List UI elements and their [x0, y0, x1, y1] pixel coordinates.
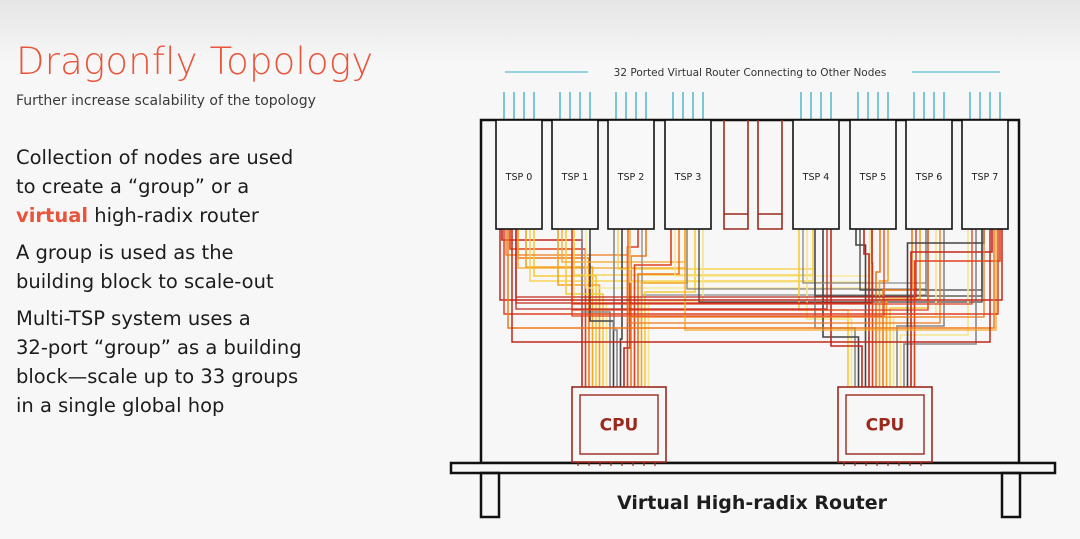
wire — [637, 229, 680, 387]
loop-wire — [499, 229, 1003, 301]
wire — [814, 229, 856, 387]
cpu-label: CPU — [866, 416, 905, 436]
cross-wire — [505, 229, 629, 256]
wire — [899, 229, 969, 387]
bullet-text: high-radix router — [88, 204, 259, 227]
wire — [882, 229, 913, 387]
cpu-chip — [571, 386, 667, 463]
center-link — [723, 120, 749, 230]
wire — [630, 229, 647, 387]
tsp-box — [849, 119, 897, 230]
bullet-line: to create a “group” or a — [16, 175, 250, 198]
cpu-label: CPU — [600, 416, 639, 436]
wire — [885, 229, 921, 387]
bullet-line: block—scale up to 33 groups — [16, 365, 299, 388]
bullet-item: Multi-TSP system uses a 32-port “group” … — [16, 304, 376, 420]
bullet-line: A group is used as the — [16, 241, 234, 264]
tsp-group: TSP 0 TSP 1 TSP 2 TSP 3 TSP 4 TSP 5 TSP 6 TSP 7 — [495, 119, 1009, 230]
page-title: Dragonfly Topology — [16, 40, 374, 83]
wire — [863, 229, 870, 387]
bullet-item: Collection of nodes are used to create a… — [16, 143, 376, 230]
cross-wire — [515, 229, 917, 298]
cross-wire — [814, 229, 983, 297]
wire — [517, 229, 590, 387]
chassis-foot-left — [479, 471, 501, 519]
highlight-word: virtual — [16, 204, 89, 227]
cross-wire — [627, 229, 985, 318]
wire — [557, 229, 601, 387]
cross-wire — [684, 229, 997, 331]
tsp-label: TSP 0 — [505, 172, 533, 183]
cpu-die — [579, 394, 659, 455]
loop-wire — [503, 229, 999, 315]
cpu-die — [845, 394, 925, 455]
wire — [644, 229, 696, 387]
wire — [533, 229, 597, 387]
tsp-label: TSP 6 — [915, 172, 943, 183]
wire — [581, 229, 611, 387]
tsp-label: TSP 3 — [674, 172, 702, 183]
bullet-line: building block to scale-out — [16, 270, 274, 293]
cpu-group: CPU CPU — [571, 386, 933, 466]
tsp-label: TSP 5 — [859, 172, 887, 183]
tsp-box — [495, 119, 543, 230]
cross-wire — [561, 229, 686, 263]
bullet-item: A group is used as the building block to… — [16, 238, 376, 296]
cross-wire — [802, 229, 927, 284]
cross-wire — [617, 229, 814, 270]
external-port-lines — [503, 92, 1001, 120]
cross-wire — [674, 229, 871, 277]
bullet-list: Collection of nodes are used to create a… — [16, 143, 376, 428]
tsp-box — [905, 119, 953, 230]
center-links — [723, 120, 783, 230]
bullet-line: virtual high-radix router — [16, 201, 376, 230]
loop-wire — [511, 229, 991, 343]
tsp-label: TSP 7 — [971, 172, 999, 183]
tsp-label: TSP 1 — [561, 172, 589, 183]
wire — [806, 229, 853, 387]
wire — [525, 229, 594, 387]
bullet-line: in a single global hop — [16, 394, 225, 417]
loop-wire — [507, 229, 995, 329]
interconnect-wires — [499, 229, 1003, 387]
router-label: Virtual High-radix Router — [617, 492, 888, 514]
wire — [501, 229, 583, 387]
page-subtitle: Further increase scalability of the topo… — [16, 93, 316, 109]
tsp-label: TSP 4 — [802, 172, 830, 183]
wire — [619, 229, 623, 387]
wire — [509, 229, 587, 387]
wire — [896, 229, 945, 387]
wire — [613, 229, 618, 387]
tsp-box — [792, 119, 840, 230]
bullet-line: 32-port “group” as a building — [16, 336, 302, 359]
wire — [910, 229, 993, 387]
wire — [633, 229, 672, 387]
center-link — [757, 120, 783, 230]
wire — [822, 229, 860, 387]
tsp-box — [664, 119, 712, 230]
wire — [626, 229, 639, 387]
wire — [647, 229, 704, 387]
wire — [913, 229, 1001, 387]
tsp-box — [961, 119, 1009, 230]
chassis-shelf — [449, 461, 1057, 475]
cpu-chip — [837, 386, 933, 463]
bullet-line: Collection of nodes are used — [16, 146, 294, 169]
cross-wire — [571, 229, 973, 305]
tsp-box — [551, 119, 599, 230]
wire — [903, 229, 977, 387]
chassis-foot-right — [1000, 471, 1022, 519]
cross-wire — [859, 229, 983, 291]
bullet-line: Multi-TSP system uses a — [16, 307, 251, 330]
top-label: 32 Ported Virtual Router Connecting to O… — [614, 67, 887, 79]
tsp-label: TSP 2 — [617, 172, 645, 183]
wire — [830, 229, 863, 387]
tsp-box — [607, 119, 655, 230]
